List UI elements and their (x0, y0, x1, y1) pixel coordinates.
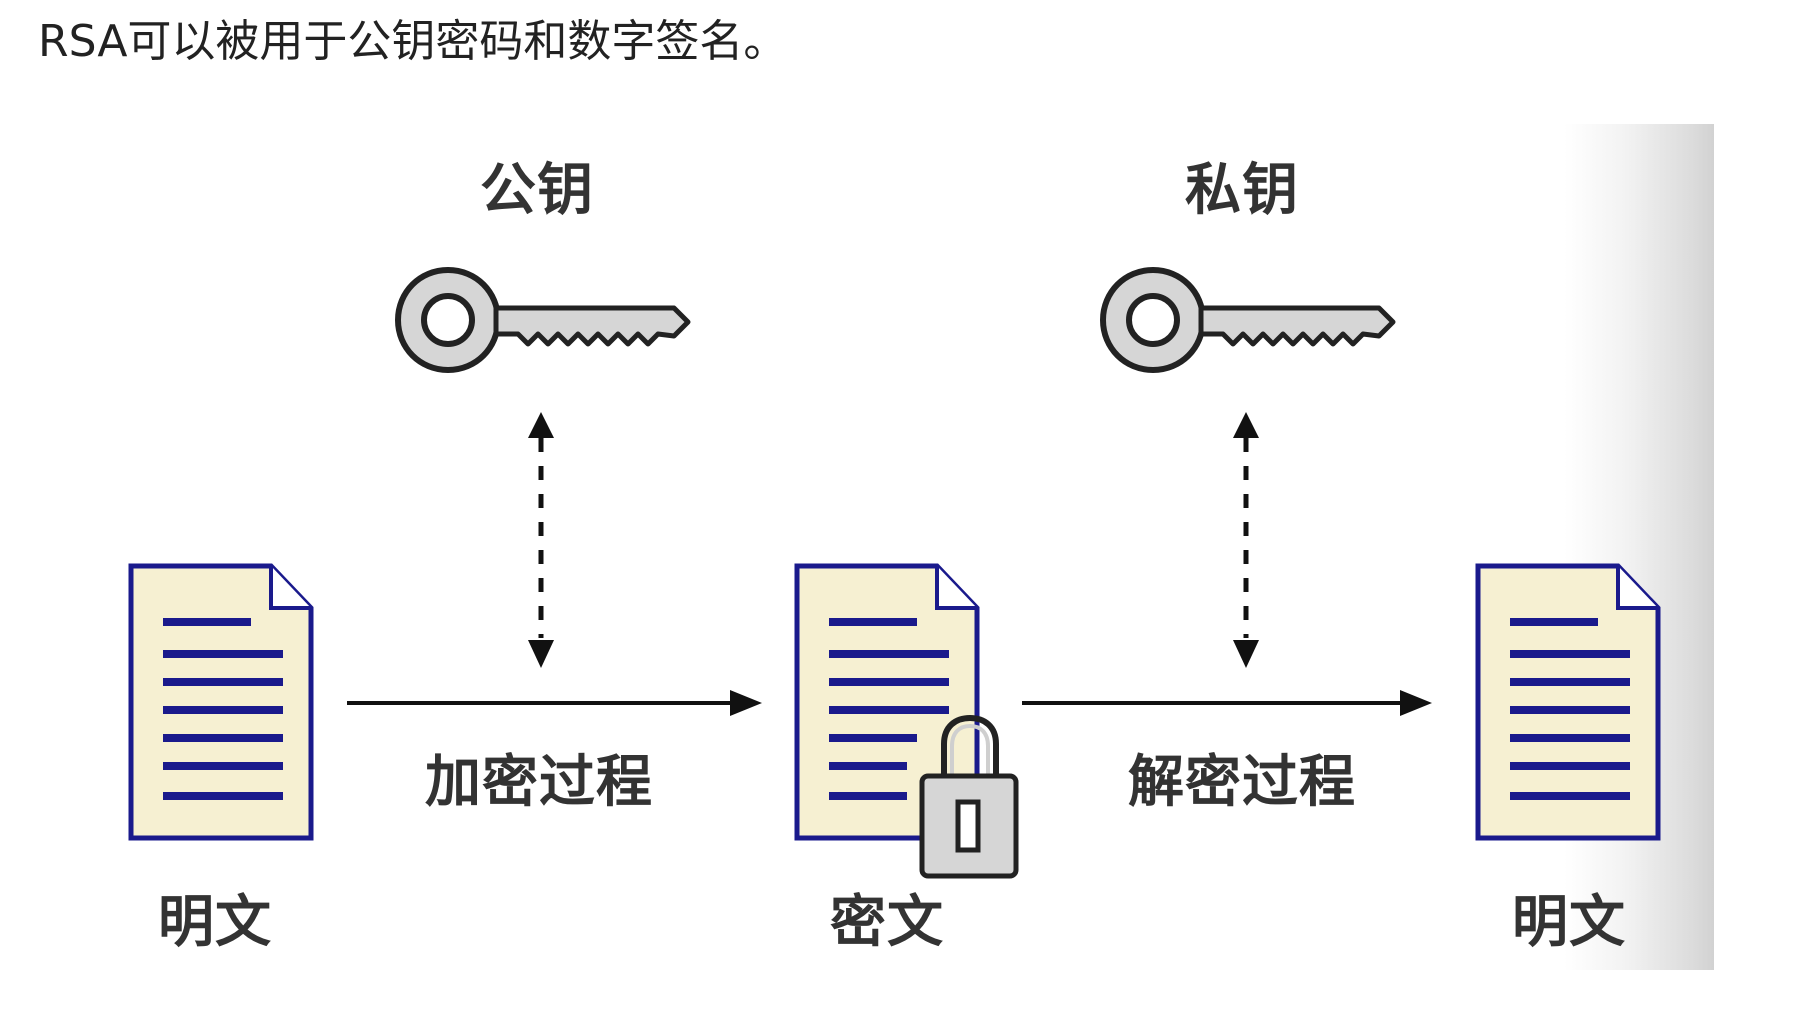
ciphertext-document-icon (794, 563, 980, 841)
decrypt-process-label: 解密过程 (1128, 750, 1356, 815)
encrypt-process-label: 加密过程 (425, 750, 653, 815)
plaintext-right-label: 明文 (1512, 890, 1626, 955)
public-key-icon (394, 266, 691, 374)
intro-text: RSA可以被用于公钥密码和数字签名。 (38, 16, 788, 67)
decrypt-arrow (1022, 690, 1432, 716)
private-key-dashed-arrow (1233, 412, 1259, 668)
encrypt-arrow (347, 690, 762, 716)
plaintext-left-label: 明文 (158, 890, 272, 955)
ciphertext-label: 密文 (830, 890, 944, 955)
plaintext-document-right-icon (1475, 563, 1661, 841)
public-key-label: 公钥 (480, 158, 594, 223)
private-key-icon (1099, 266, 1396, 374)
padlock-icon (919, 714, 1019, 879)
plaintext-document-left-icon (128, 563, 314, 841)
public-key-dashed-arrow (528, 412, 554, 668)
private-key-label: 私钥 (1185, 158, 1299, 223)
